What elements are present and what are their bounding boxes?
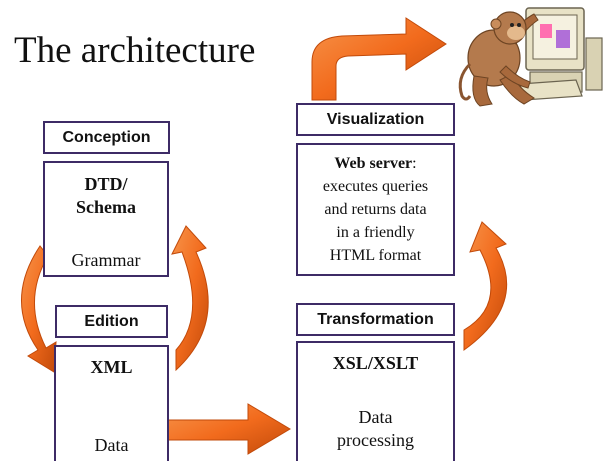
web-server-box: Web server: executes queries and returns… [296, 143, 455, 276]
xml-box: XML Data [54, 345, 169, 461]
schema-line: Schema [76, 197, 136, 217]
dtd-line: DTD/ [84, 174, 128, 194]
edition-label: Edition [84, 312, 139, 330]
visualization-label: Visualization [326, 110, 425, 128]
web-server-term: Web server [334, 155, 413, 172]
arrow-xsl-to-webserver-icon [463, 221, 508, 351]
grammar-line: Grammar [71, 250, 141, 270]
xsl-xslt-line: XSL/XSLT [332, 353, 419, 373]
executes-queries-line: executes queries [322, 178, 429, 195]
arrow-to-user-icon [311, 17, 447, 101]
conception-label-box: Conception [43, 121, 170, 154]
arrow-xml-to-xsl-icon [167, 403, 291, 455]
data-line: Data [94, 435, 129, 455]
data-processing-line-2: processing [337, 430, 414, 450]
html-format-line: HTML format [329, 247, 422, 264]
arrow-xml-to-dtd-icon [171, 225, 209, 372]
xml-line: XML [90, 357, 133, 377]
transformation-label: Transformation [317, 310, 434, 328]
edition-label-box: Edition [55, 305, 168, 338]
data-processing-line-1: Data [358, 407, 393, 427]
returns-data-line: and returns data [324, 201, 427, 218]
dtd-schema-box: DTD/ Schema Grammar [43, 161, 169, 277]
web-server-colon: : [412, 155, 417, 172]
conception-label: Conception [62, 128, 151, 146]
visualization-label-box: Visualization [296, 103, 455, 136]
slide-title: The architecture [14, 30, 256, 71]
xsl-xslt-box: XSL/XSLT Data processing [296, 341, 455, 461]
transformation-label-box: Transformation [296, 303, 455, 336]
monkey-at-computer-icon [458, 7, 603, 107]
web-server-line: Web server: [298, 155, 453, 173]
friendly-line: in a friendly [336, 224, 415, 241]
